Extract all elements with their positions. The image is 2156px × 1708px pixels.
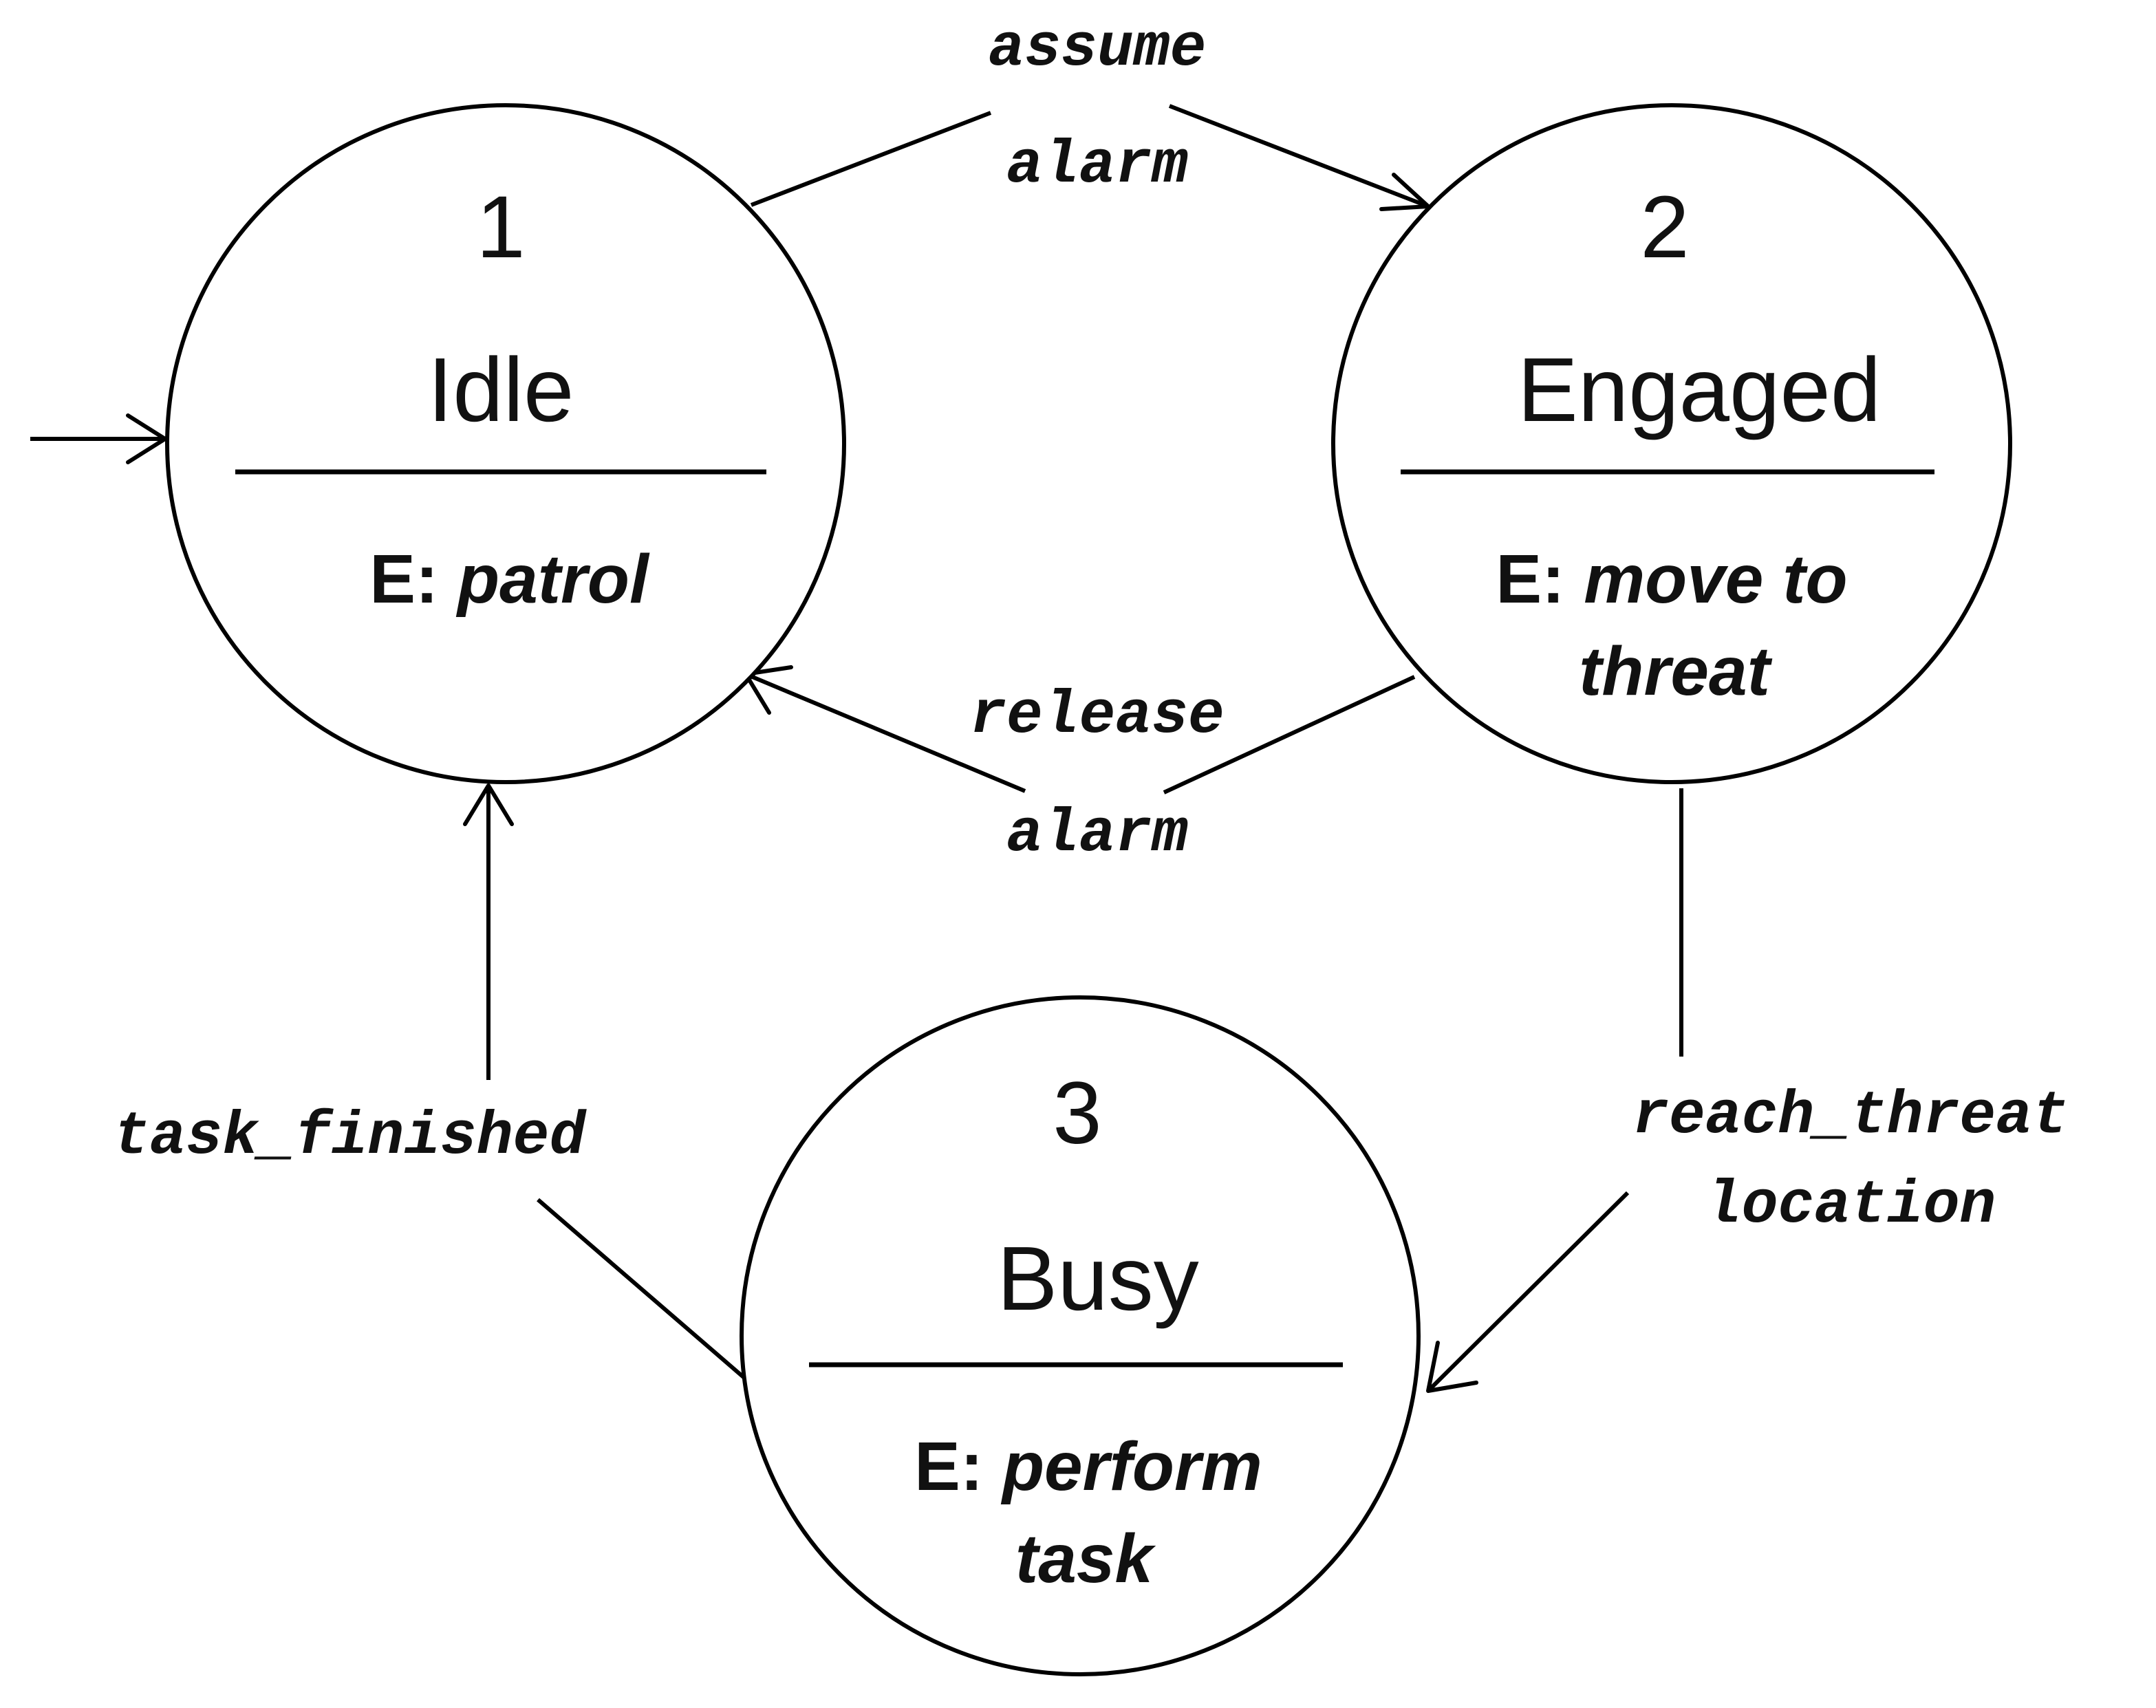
state-busy: 3 Busy E: perform task (740, 995, 1421, 1676)
transition-engaged-to-busy: reach_threat location (1426, 788, 2069, 1393)
transition-idle-to-engaged: assume alarm (750, 15, 1430, 211)
state-entry-action: E: perform (914, 1428, 1262, 1505)
transition-line (744, 672, 1026, 793)
initial-transition-arrow (30, 413, 167, 464)
transition-label-line: release (970, 682, 1225, 750)
state-number: 2 (1640, 178, 1689, 277)
entry-action-line: move to (1584, 541, 1847, 618)
transition-label-line: task_finished (114, 1103, 587, 1171)
transition-line (1168, 104, 1430, 208)
arrowhead (463, 783, 514, 826)
state-name: Busy (997, 1228, 1198, 1329)
entry-prefix: E: (369, 541, 438, 618)
state-circle (165, 103, 846, 784)
transition-line (537, 1198, 751, 1385)
entry-prefix: E: (1496, 541, 1564, 618)
state-name: Idle (428, 339, 574, 440)
state-entry-action: E: move to (1496, 541, 1847, 618)
state-name: Engaged (1518, 339, 1882, 440)
transition-label-line: alarm (1006, 132, 1188, 200)
entry-prefix: E: (914, 1428, 983, 1505)
transition-line (1426, 1191, 1630, 1393)
state-idle: 1 Idle E: patrol (165, 103, 846, 784)
state-number: 1 (476, 178, 525, 277)
state-engaged: 2 Engaged E: move to threat (1331, 103, 2012, 784)
entry-action-line: threat (1579, 633, 1773, 710)
transition-busy-to-idle: task_finished (114, 783, 751, 1385)
entry-action-line: patrol (455, 541, 650, 618)
transition-label-line: reach_threat (1632, 1083, 2069, 1151)
entry-action-line: perform (1000, 1428, 1262, 1505)
transition-line (750, 111, 992, 207)
arrowhead (1426, 1341, 1478, 1393)
transition-engaged-to-idle: release alarm (744, 665, 1416, 869)
transition-line (1163, 675, 1416, 794)
state-circle (1331, 103, 2012, 784)
state-number: 3 (1053, 1064, 1101, 1163)
transition-label-line: alarm (1006, 801, 1188, 869)
entry-action-line: task (1015, 1520, 1156, 1597)
transition-label-line: location (1705, 1172, 1996, 1240)
transition-label-line: assume (989, 15, 1207, 83)
state-circle (740, 995, 1421, 1676)
state-entry-action: E: patrol (369, 541, 650, 618)
